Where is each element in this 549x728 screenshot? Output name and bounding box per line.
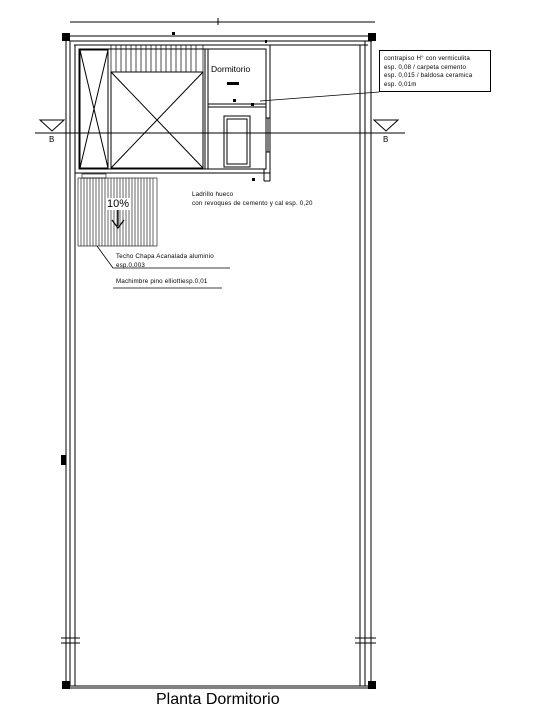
slope-label: 10% bbox=[106, 198, 131, 210]
room-label: Dormitorio bbox=[211, 64, 251, 74]
wardrobe bbox=[223, 115, 251, 168]
roof-note-line: esp.0,003 bbox=[116, 261, 145, 269]
section-line-b bbox=[35, 119, 405, 134]
wall-note-line: Ladrillo hueco bbox=[192, 191, 234, 198]
leader-lines bbox=[96, 91, 380, 289]
floor-note-line: esp. 0,015 / baldosa ceramica bbox=[384, 72, 473, 80]
floor-note-line: contrapiso H° con vermiculita bbox=[384, 55, 470, 62]
floor-note-box bbox=[379, 50, 491, 92]
page-title: Planta Dormitorio bbox=[156, 691, 280, 708]
column-blocks bbox=[61, 33, 376, 689]
top-dimension-line bbox=[70, 18, 375, 25]
section-mark-left: B bbox=[49, 135, 55, 144]
wall-note-line: con revoques de cemento y cal esp. 0,20 bbox=[192, 199, 313, 207]
section-mark-right: B bbox=[383, 135, 389, 144]
void-cross bbox=[79, 49, 109, 169]
wall-note: Ladrillo hueco con revoques de cemento y… bbox=[192, 191, 313, 208]
roof-note-line: Techo Chapa Acanalada aluminio bbox=[116, 253, 214, 260]
dormitorio-walls bbox=[74, 44, 271, 182]
floor-note-line: esp. 0,01m bbox=[384, 80, 417, 88]
floor-note: contrapiso H° con vermiculita esp. 0,08 … bbox=[384, 55, 472, 89]
stair-steps bbox=[110, 44, 204, 73]
roof-hatch bbox=[77, 173, 158, 247]
ceiling-note: Machimbre pino elliottiesp.0,01 bbox=[116, 278, 208, 285]
floor-note-line: esp. 0,08 / carpeta cemento bbox=[384, 63, 467, 71]
stair-well-cross bbox=[110, 71, 204, 169]
roof-note: Techo Chapa Acanalada aluminio esp.0,003 bbox=[116, 253, 214, 270]
perimeter-walls bbox=[61, 35, 376, 689]
marker-dots bbox=[172, 32, 267, 181]
window bbox=[265, 117, 271, 153]
slope-arrow bbox=[111, 210, 125, 229]
